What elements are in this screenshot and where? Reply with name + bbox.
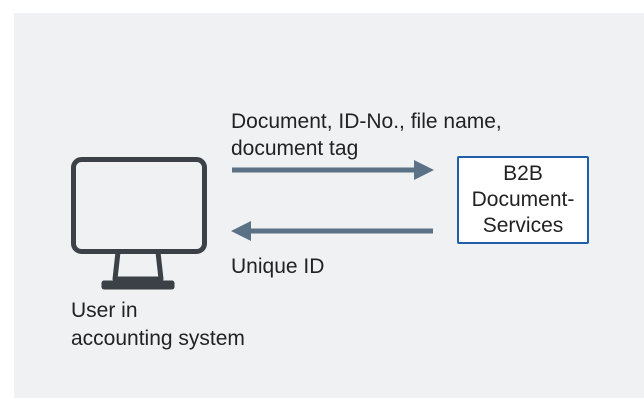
- request-label-line2: document tag: [231, 137, 359, 160]
- monitor-icon: [71, 157, 207, 290]
- user-label-line1: User in: [71, 299, 138, 322]
- request-label-line1: Document, ID-No., file name,: [231, 110, 502, 133]
- monitor-neck: [112, 251, 164, 282]
- response-arrow: [231, 221, 433, 241]
- response-label: Unique ID: [231, 255, 325, 278]
- monitor-screen: [71, 157, 207, 254]
- request-arrow: [232, 160, 434, 180]
- monitor-base: [101, 280, 175, 290]
- user-label: User in accounting system: [71, 297, 245, 353]
- user-label-line2: accounting system: [71, 327, 245, 350]
- request-label: Document, ID-No., file name, document ta…: [231, 108, 502, 162]
- service-box: B2B Document- Services: [457, 156, 589, 244]
- service-label-line3: Services: [482, 214, 564, 237]
- service-label-line1: B2B: [503, 162, 543, 185]
- service-label-line2: Document-: [471, 188, 575, 211]
